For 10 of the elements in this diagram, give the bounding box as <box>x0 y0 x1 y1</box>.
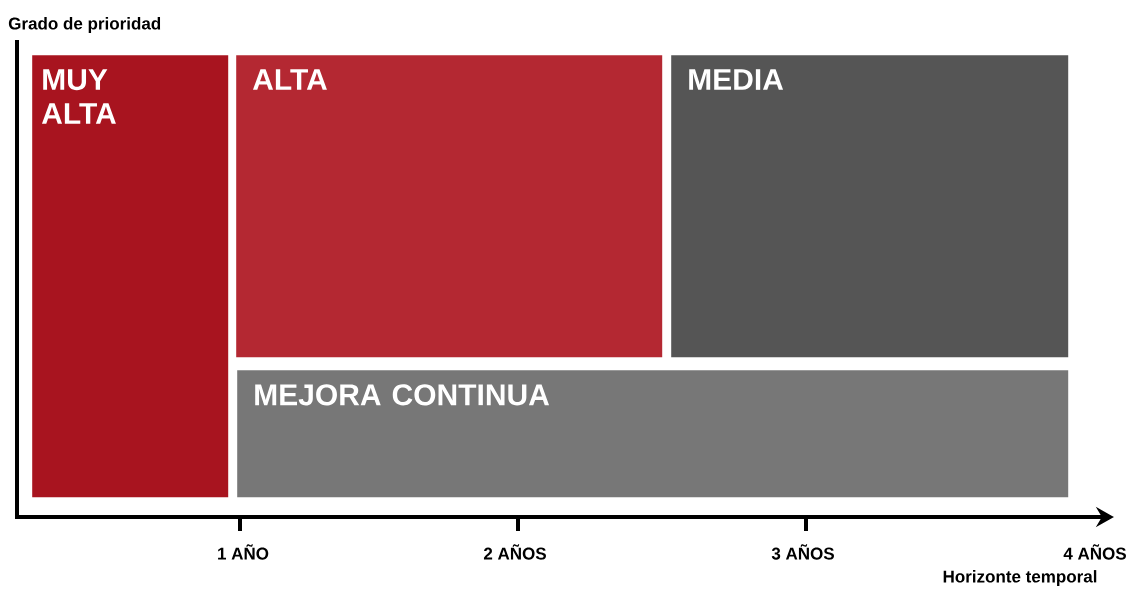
priority-block: ALTA <box>236 55 663 358</box>
tick-label: 1 AÑO <box>218 544 269 560</box>
priority-block: MEJORA CONTINUA <box>237 370 1069 498</box>
axis-title: Grado de prioridad <box>8 17 161 33</box>
priority-block: MUY ALTA <box>32 55 229 498</box>
tick-label: 4 AÑOS <box>1063 544 1126 560</box>
tick-label: 3 AÑOS <box>771 544 834 560</box>
tick-label: 2 AÑOS <box>483 544 546 560</box>
axis-title: Horizonte temporal <box>943 570 1097 586</box>
priority-block: MEDIA <box>671 55 1069 358</box>
